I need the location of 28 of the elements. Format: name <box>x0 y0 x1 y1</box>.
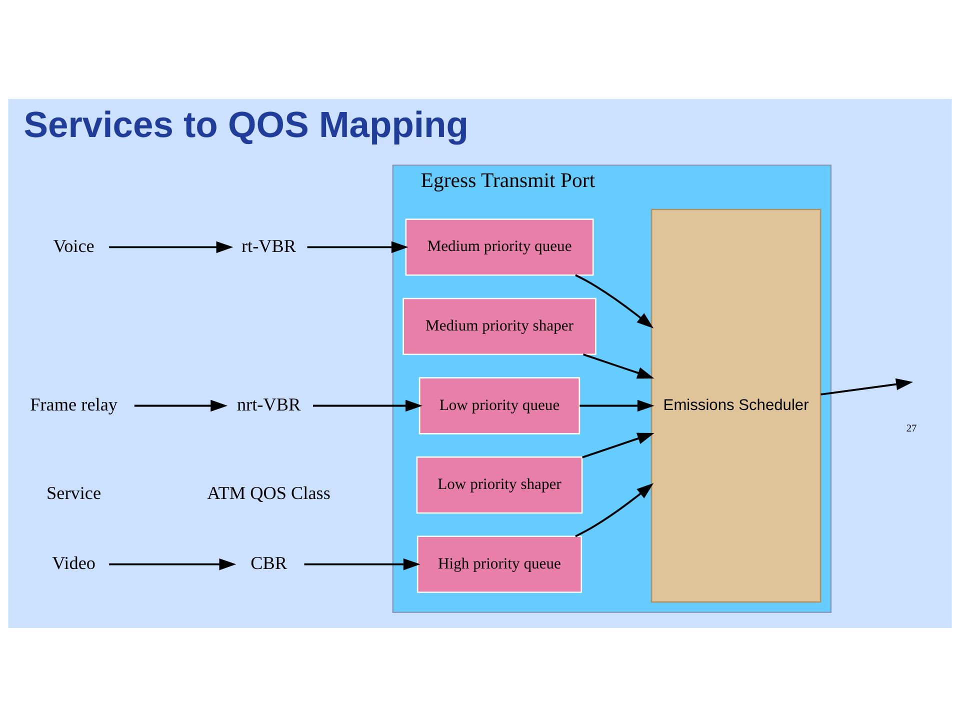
node-text: Voice <box>53 236 94 256</box>
arrow <box>313 400 422 412</box>
node-text: nrt-VBR <box>236 394 301 415</box>
label: ATM QOS Class <box>207 482 330 503</box>
arrow <box>109 241 234 254</box>
node-box: Medium priority queue <box>405 218 594 276</box>
arrow <box>109 558 236 570</box>
arrow <box>304 558 420 570</box>
node-text: Video <box>52 553 96 574</box>
node-box: Emissions Scheduler <box>650 208 822 603</box>
arrow <box>582 354 654 379</box>
arrow <box>575 483 654 538</box>
arrow <box>820 378 914 396</box>
node-text: Frame relay <box>30 394 118 415</box>
arrow <box>580 400 654 412</box>
label: Service <box>46 482 102 503</box>
node-text: rt-VBR <box>242 236 296 256</box>
arrow <box>307 241 408 254</box>
node-text: CBR <box>250 553 287 574</box>
arrow <box>575 274 654 328</box>
node-box: Low priority queue <box>418 377 580 434</box>
node-box: High priority queue <box>416 536 582 593</box>
arrow <box>582 432 654 458</box>
node-box: Low priority shaper <box>416 456 583 514</box>
label: 27 <box>906 424 917 435</box>
diagram-title: Services to QOS Mapping <box>24 104 468 146</box>
node-box: Medium priority shaper <box>402 298 596 356</box>
arrow <box>134 400 228 412</box>
